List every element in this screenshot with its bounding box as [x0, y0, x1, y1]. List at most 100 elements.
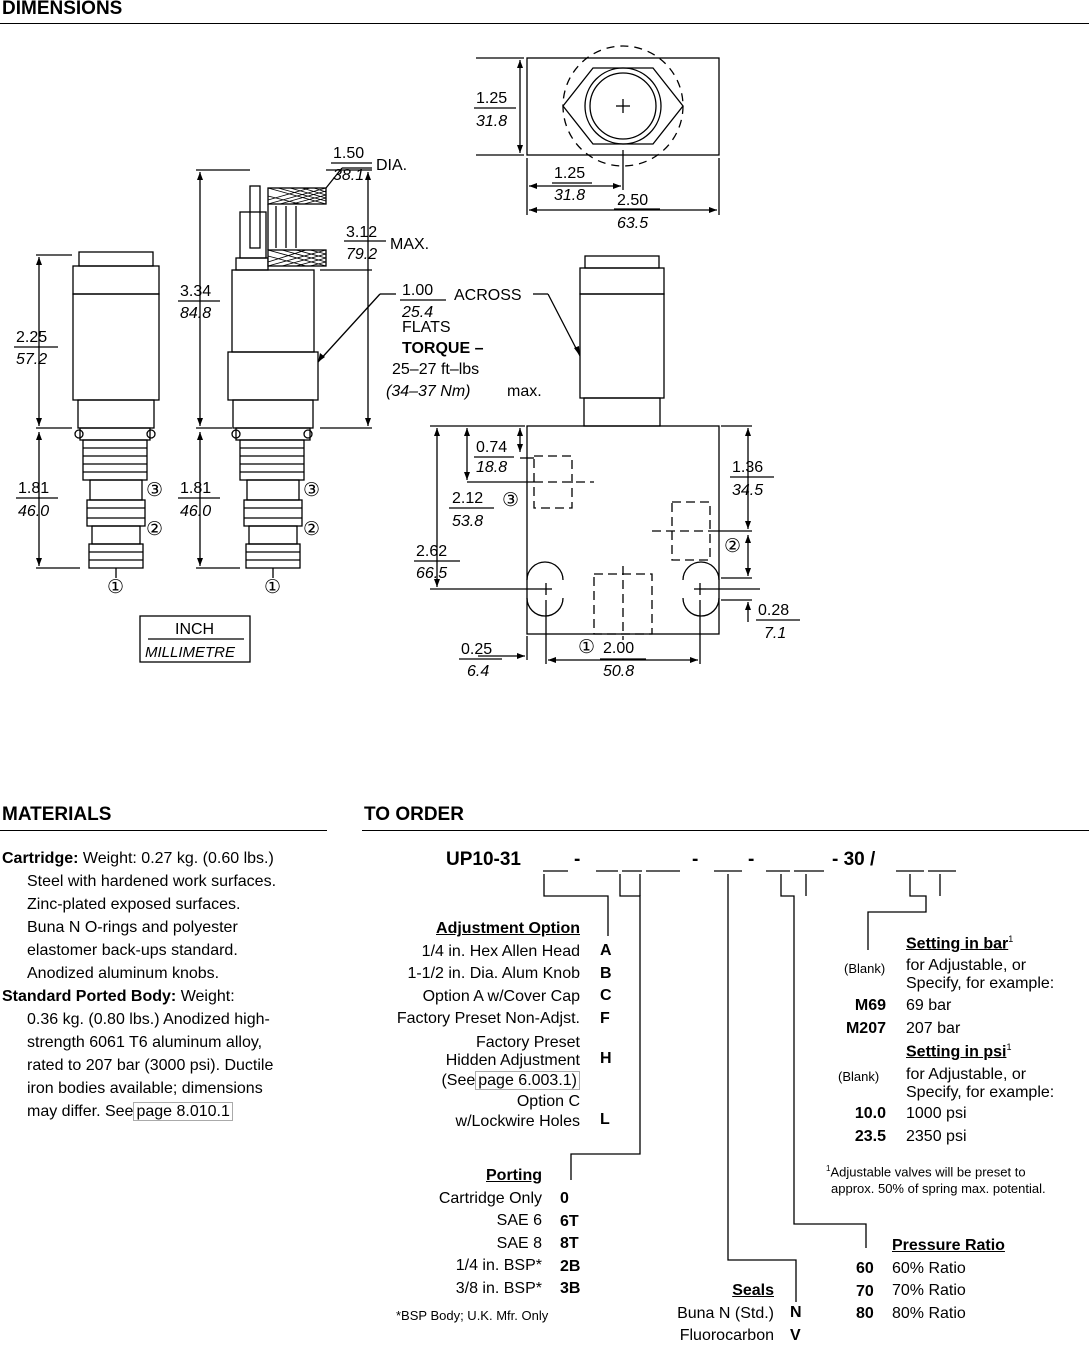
dim-1.81-inch-b: 1.81 — [180, 480, 211, 497]
porting-list: Porting Cartridge Only SAE 6 SAE 8 1/4 i… — [380, 1165, 542, 1300]
dim-2.12-inch: 2.12 — [452, 490, 483, 507]
dim-84.8-mm: 84.8 — [180, 305, 211, 322]
dim-dia-suffix: DIA. — [376, 157, 407, 174]
dim-max-suffix: MAX. — [390, 236, 429, 253]
setting-bar-codes: M69 M207 — [830, 995, 886, 1040]
body-line: rated to 207 bar (3000 psi). Ductile — [27, 1057, 274, 1074]
dim-50.8-mm: 50.8 — [603, 663, 634, 680]
legend-inch: INCH — [175, 621, 214, 638]
page-link-6003-text: page 6.003.1 — [478, 1071, 572, 1089]
materials-rule — [0, 830, 327, 831]
dim-31.8-mm: 31.8 — [476, 113, 507, 130]
pressure-ratio-code: 70 — [856, 1282, 874, 1300]
adjustment-h-see: (See — [441, 1071, 476, 1089]
dim-38.1-mm: 38.1 — [333, 167, 364, 184]
setting-bar-desc1: for Adjustable, or — [906, 957, 1027, 974]
adjustment-option-list: Adjustment Option 1/4 in. Hex Allen Head… — [360, 918, 580, 1132]
dim-31.8-mm-b: 31.8 — [554, 187, 585, 204]
port-3-label: ③ — [146, 480, 163, 501]
setting-psi-values: 1000 psi 2350 psi — [906, 1103, 967, 1148]
page-link-6003-suffix: ) — [571, 1071, 577, 1089]
dim-torque-2: 25–27 ft–lbs — [392, 361, 479, 378]
order-rule — [362, 830, 1089, 831]
pressure-ratio-label: 80% Ratio — [892, 1304, 966, 1322]
page-link-6003[interactable]: page 6.003.1) — [475, 1070, 580, 1090]
port-2-label-b: ② — [303, 519, 320, 540]
adjustment-code-h: H — [600, 1050, 612, 1067]
port-1-label-b: ① — [264, 577, 281, 598]
dim-across: ACROSS — [454, 287, 522, 304]
setting-bar-blank-desc: for Adjustable, or Specify, for example: — [906, 957, 1054, 993]
setting-bar-code: M207 — [845, 1019, 886, 1037]
porting-item-label: SAE 6 — [496, 1212, 542, 1229]
setting-bar-heading: Setting in bar — [906, 935, 1009, 953]
cartridge-knob — [227, 185, 327, 569]
dim-2.62-inch: 2.62 — [416, 543, 447, 560]
setting-bar-blank: (Blank) — [844, 961, 886, 976]
body-line: 0.36 kg. (0.80 lbs.) Anodized high- — [27, 1011, 270, 1028]
dim-0.74-inch: 0.74 — [476, 439, 507, 456]
setting-bar-marker: 1 — [1008, 934, 1014, 944]
top-view-clearance-circle — [562, 45, 684, 167]
setting-psi-blank: (Blank) — [838, 1069, 880, 1084]
adjustment-code: B — [600, 964, 612, 982]
adjustment-codes: A B C F — [600, 940, 612, 1030]
dim-3.12-inch: 3.12 — [346, 224, 377, 241]
dim-1.00-inch: 1.00 — [402, 282, 433, 299]
porting-code: 6T — [560, 1212, 579, 1230]
dim-2.50-inch: 2.50 — [617, 192, 648, 209]
order-title: TO ORDER — [364, 804, 464, 825]
adjustable-footnote: 1Adjustable valves will be preset to app… — [826, 1160, 1046, 1197]
porting-item-label: SAE 8 — [496, 1234, 542, 1252]
dim-63.5-mm: 63.5 — [617, 215, 648, 232]
port-1-label: ① — [107, 577, 124, 598]
top-view-body — [526, 57, 720, 156]
setting-psi-desc1: for Adjustable, or — [906, 1066, 1027, 1083]
port-3-label-b: ③ — [303, 480, 320, 501]
legend-millimetre: MILLIMETRE — [145, 644, 236, 661]
body-assembly — [526, 255, 720, 640]
footnote-line1: Adjustable valves will be preset to — [830, 1164, 1026, 1180]
dim-7.1-mm: 7.1 — [764, 625, 786, 642]
dim-torque-1: TORQUE – — [402, 340, 484, 357]
setting-bar-label: 69 bar — [906, 997, 952, 1014]
dim-66.5-mm: 66.5 — [416, 565, 447, 582]
dim-79.2-mm: 79.2 — [346, 246, 377, 263]
dim-0.25-inch: 0.25 — [461, 641, 492, 658]
setting-psi-blank-desc: for Adjustable, or Specify, for example: — [906, 1066, 1054, 1102]
pressure-ratio-list: Pressure Ratio 60% Ratio 70% Ratio 80% R… — [892, 1235, 1005, 1325]
adjustment-code: A — [600, 942, 612, 959]
adjustment-h-line2: Hidden Adjustment — [445, 1051, 580, 1069]
adjustment-h-line1: Factory Preset — [475, 1033, 580, 1051]
setting-psi-heading-wrap: Setting in psi1 — [906, 1042, 1011, 1061]
setting-psi-desc2: Specify, for example: — [906, 1084, 1055, 1101]
setting-psi-heading: Setting in psi — [906, 1043, 1007, 1061]
pressure-ratio-heading: Pressure Ratio — [892, 1237, 1005, 1254]
dim-0.28-inch: 0.28 — [758, 602, 789, 619]
seals-list: Seals Buna N (Std.) Fluorocarbon — [640, 1280, 774, 1348]
adjustment-code: F — [600, 1009, 610, 1027]
dim-53.8-mm: 53.8 — [452, 513, 483, 530]
cartridge-line: Anodized aluminum knobs. — [27, 965, 220, 982]
dim-34.5-mm: 34.5 — [732, 482, 763, 499]
adjustment-code: C — [600, 987, 612, 1004]
dim-46.0-mm-a: 46.0 — [18, 503, 49, 520]
dimensions-title: DIMENSIONS — [2, 0, 123, 19]
adjustment-item-label: 1-1/2 in. Dia. Alum Knob — [407, 965, 580, 982]
setting-psi-marker: 1 — [1006, 1042, 1012, 1052]
seals-codes: N V — [790, 1302, 802, 1347]
dim-6.4-mm: 6.4 — [467, 663, 489, 680]
cartridge-line: elastomer back-ups standard. — [27, 942, 238, 959]
setting-bar-code: M69 — [854, 997, 886, 1014]
dim-3.34-inch: 3.34 — [180, 283, 211, 300]
dim-torque-4: max. — [507, 383, 542, 400]
materials-title: MATERIALS — [2, 804, 112, 825]
porting-code: 3B — [560, 1280, 581, 1297]
setting-psi-codes: 10.0 23.5 — [830, 1103, 886, 1148]
materials-section: Cartridge: Weight: 0.27 kg. (0.60 lbs.) … — [2, 848, 327, 1124]
port-3-body: ③ — [502, 490, 519, 511]
dimensions-rule — [0, 23, 1089, 24]
page-link-8010[interactable]: page 8.010.1 — [133, 1102, 233, 1121]
adjustment-l-line2: w/Lockwire Holes — [455, 1112, 580, 1130]
porting-codes: 0 6T 8T 2B 3B — [560, 1188, 580, 1301]
